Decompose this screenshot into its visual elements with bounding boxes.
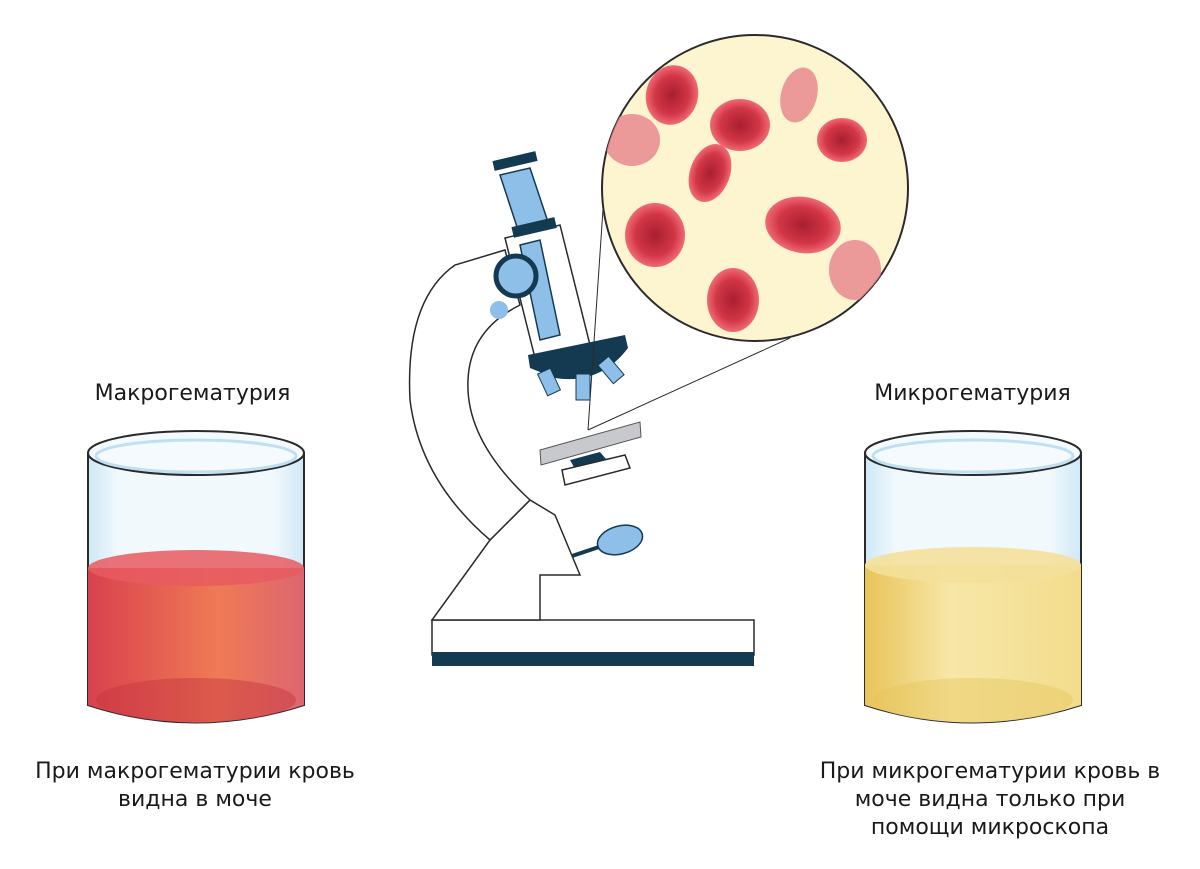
right-beaker <box>864 430 1082 724</box>
stage-slide <box>539 421 642 466</box>
red-liquid <box>88 568 304 723</box>
right-caption: При микрогематурии кровь в моче видна то… <box>790 758 1190 842</box>
yellow-liquid <box>865 565 1081 723</box>
caption-line: моче видна только при <box>854 787 1126 812</box>
mirror <box>596 524 644 556</box>
blood-cell <box>710 99 770 151</box>
caption-line: При микрогематурии кровь в <box>819 759 1161 784</box>
microscope-icon <box>408 151 791 666</box>
blood-cell <box>780 67 818 123</box>
left-title: Макрогематурия <box>94 381 291 406</box>
blood-cell <box>645 65 699 125</box>
caption-line: При макрогематурии кровь <box>35 759 355 784</box>
red-blood-cells-icon <box>604 65 881 332</box>
blood-cell <box>817 118 867 162</box>
left-caption: При макрогематурии кровь видна в моче <box>20 758 370 814</box>
blood-cell <box>829 240 881 300</box>
blood-cell <box>688 143 732 203</box>
coarse-focus-knob <box>493 253 539 299</box>
right-title: Микрогематурия <box>874 381 1071 406</box>
caption-line: видна в моче <box>118 787 272 812</box>
blood-cell <box>604 114 660 166</box>
fine-focus-knob <box>490 301 508 319</box>
blood-cell <box>625 203 685 267</box>
blood-cell <box>707 268 759 332</box>
left-beaker <box>87 430 305 724</box>
magnified-view <box>601 34 909 342</box>
blood-cell <box>765 196 841 254</box>
caption-line: помощи микроскопа <box>870 815 1110 840</box>
